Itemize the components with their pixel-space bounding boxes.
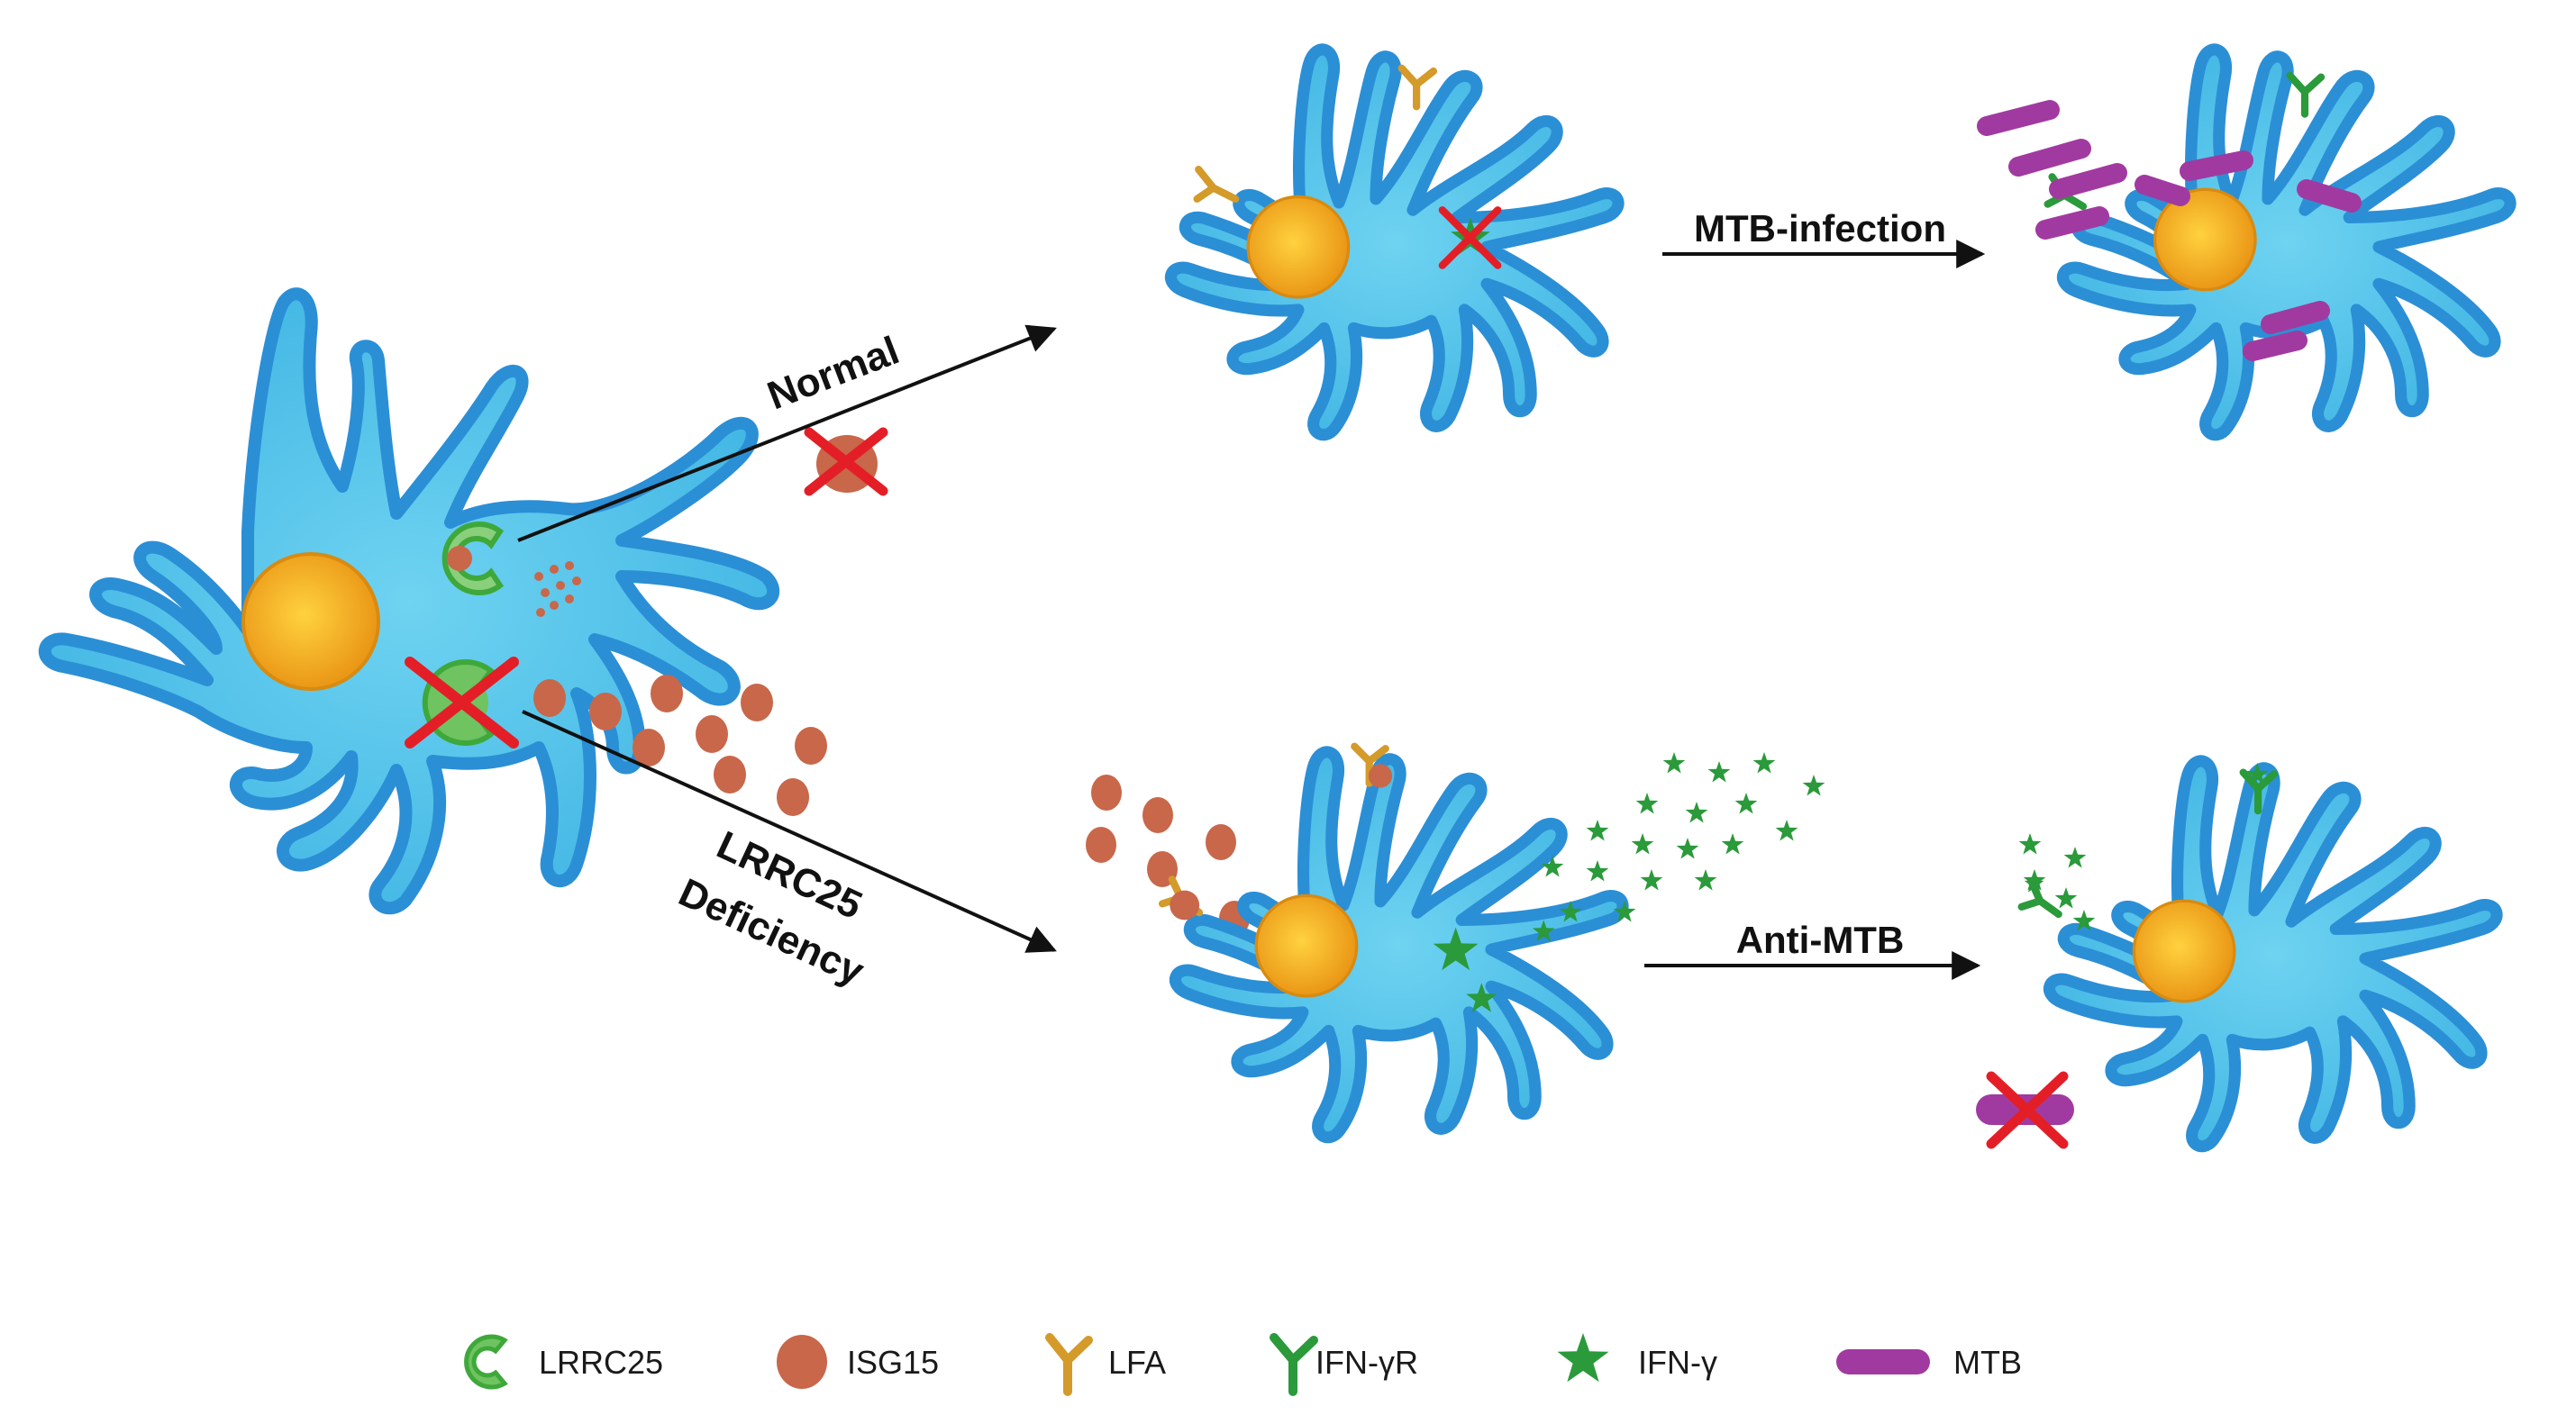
dendritic-cell-protected	[2017, 755, 2503, 1153]
legend-item-ifn-gamma-r: IFN-γR	[1270, 1333, 1418, 1396]
isg15-small-cluster	[534, 561, 581, 617]
legend-item-lrrc25: LRRC25	[464, 1334, 663, 1390]
dendritic-cell-infected	[2044, 43, 2517, 441]
isg15-icon	[777, 1335, 827, 1389]
isg15-secreted-dots	[533, 675, 827, 816]
ifn-gamma-receptor-blocked	[1438, 206, 1502, 269]
legend-label: MTB	[1953, 1344, 2022, 1381]
lrrc25-icon	[464, 1334, 508, 1390]
ifn-gamma-star-icon	[1557, 1333, 1609, 1383]
lrrc25-deficient	[405, 657, 519, 748]
ifn-gamma-secreted-stars	[1541, 752, 1825, 922]
label-mtb-infection: MTB-infection	[1694, 207, 1946, 249]
label-normal: Normal	[761, 328, 905, 418]
ifn-gamma-receptor-icon	[1270, 1333, 1318, 1396]
legend-label: IFN-γ	[1638, 1344, 1717, 1381]
legend-label: LRRC25	[539, 1344, 663, 1381]
lrrc25-bound-isg15	[441, 522, 505, 595]
legend-label: LFA	[1108, 1344, 1166, 1381]
dendritic-cell-deficient	[1158, 742, 1629, 1144]
dendritic-cell-main	[39, 287, 780, 915]
isg15-blocked	[804, 427, 888, 496]
arrow-deficiency	[522, 710, 1057, 953]
legend-label: IFN-γR	[1315, 1344, 1418, 1381]
lfa-icon	[1045, 1333, 1093, 1396]
nucleus	[241, 552, 380, 691]
lfa-receptor-icon	[1193, 64, 1438, 203]
legend-label: ISG15	[847, 1344, 939, 1381]
cross-icon	[405, 657, 519, 748]
legend-item-ifn-gamma: IFN-γ	[1557, 1333, 1717, 1383]
legend-item-mtb: MTB	[1836, 1344, 2022, 1381]
legend-item-lfa: LFA	[1045, 1333, 1166, 1396]
arrow-normal	[517, 324, 1057, 542]
dendritic-cell-normal	[1164, 43, 1625, 441]
mtb-killed	[1976, 1071, 2074, 1149]
label-anti-mtb: Anti-MTB	[1736, 919, 1905, 961]
mtb-bacteria-cluster	[1977, 100, 2362, 361]
isg15-extracellular-dots	[1086, 775, 1250, 937]
legend-item-isg15: ISG15	[777, 1335, 939, 1389]
legend: LRRC25 ISG15 LFA IFN-γR IFN-γ MTB	[464, 1333, 2022, 1396]
